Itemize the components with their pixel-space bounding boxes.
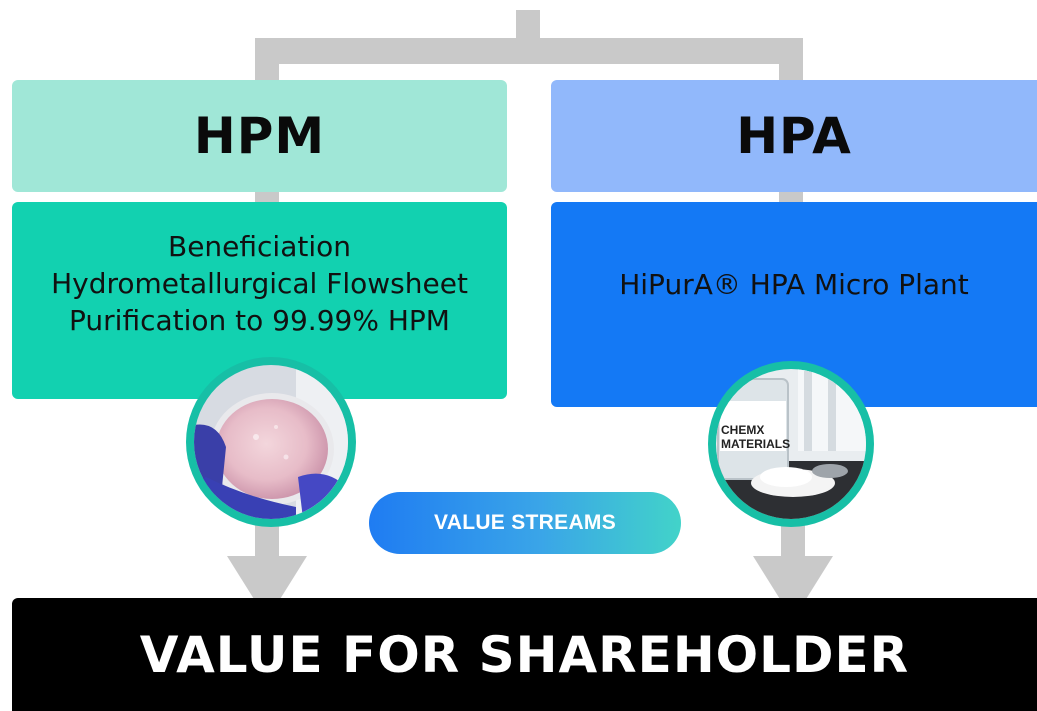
chemx-label-line-2: MATERIALS [721,437,791,451]
value-streams-label: VALUE STREAMS [433,511,617,534]
hpa-heading: HPA [736,107,852,165]
hpm-line-beneficiation: Beneficiation [167,230,351,263]
right-arrow-head-icon [753,556,833,620]
hpm-line-purification: Purification to 99.99% HPM [69,304,450,337]
left-mid-connector [255,192,279,202]
value-for-shareholder-bar: VALUE FOR SHAREHOLDER [12,598,1037,711]
value-for-shareholder-label: VALUE FOR SHAREHOLDER [139,625,910,684]
chemx-sample-photo-icon: CHEMX MATERIALS [708,361,874,527]
top-horizontal-connector [255,38,803,64]
hpa-heading-box: HPA [551,80,1037,192]
value-streams-pill: VALUE STREAMS [369,492,681,554]
right-mid-connector [779,192,803,202]
hpa-line-micro-plant: HiPurA® HPA Micro Plant [619,268,969,301]
petri-dish-photo-icon [186,357,356,527]
hpm-heading-box: HPM [12,80,507,192]
chemx-label-line-1: CHEMX [721,423,765,437]
hpm-line-flowsheet: Hydrometallurgical Flowsheet [51,267,468,300]
hpm-heading: HPM [193,107,326,165]
left-arrow-head-icon [227,556,307,620]
chemx-label-text: CHEMX MATERIALS [721,423,790,451]
